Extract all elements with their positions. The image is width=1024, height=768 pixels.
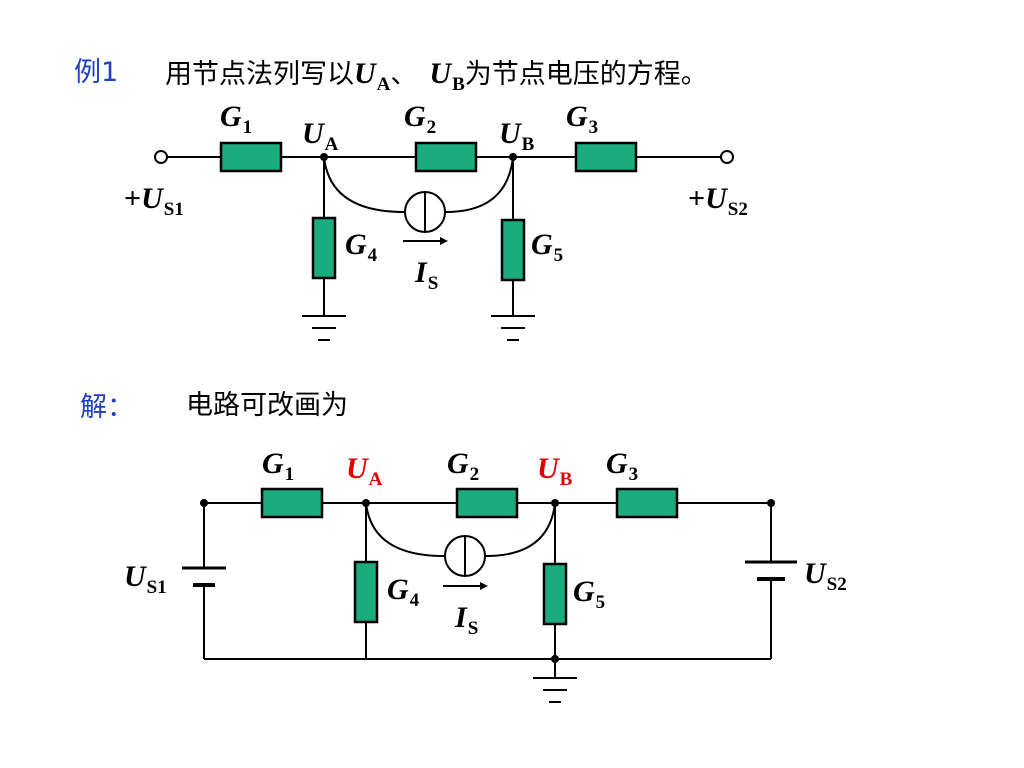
c1-arc-right: [445, 156, 514, 213]
c2-label-g1: G1: [262, 447, 295, 485]
c1-label-g1: G1: [220, 100, 253, 138]
c1-resistor-g1: [219, 141, 283, 173]
c2-resistor-g1: [260, 487, 324, 519]
solution-tag: 解：: [80, 392, 134, 423]
c1-node-b: [509, 153, 517, 161]
title-ua-subscript: A: [376, 74, 391, 95]
solution-text: 电路可改画为: [186, 390, 348, 421]
c2-node-bottom: [551, 655, 559, 663]
c1-label-g2: G2: [404, 100, 437, 138]
title-pre: 用节点法列写以: [165, 59, 354, 90]
c2-arc-left: [365, 502, 445, 557]
title-separator: 、: [390, 59, 418, 90]
c1-terminal-left: [154, 150, 168, 164]
c1-arrow-head-icon: [440, 237, 448, 245]
c2-resistor-g5: [542, 562, 568, 626]
c2-label-us1: US1: [124, 560, 167, 598]
c1-label-ua: UA: [302, 117, 339, 155]
c2-label-g5: G5: [573, 575, 606, 613]
c2-arc-right: [485, 502, 556, 557]
title-ua-symbol: U: [354, 57, 376, 90]
c1-label-g3: G3: [566, 100, 599, 138]
c2-resistor-g2: [455, 487, 519, 519]
c1-resistor-g5: [500, 218, 526, 282]
c1-label-g5: G5: [531, 228, 564, 266]
c2-label-is: IS: [455, 601, 479, 639]
c2-node-top-right: [767, 499, 775, 507]
title-ub-symbol: U: [429, 57, 452, 90]
c1-label-g4: G4: [345, 228, 378, 266]
example-tag: 例1: [74, 57, 119, 88]
c1-arc-left: [323, 156, 405, 213]
c1-label-is: IS: [415, 256, 439, 294]
title-ub-subscript: B: [452, 74, 465, 95]
c2-node-top-left: [200, 499, 208, 507]
c2-arrow-head-icon: [480, 582, 488, 590]
c1-resistor-g4: [311, 216, 337, 280]
c2-node-a: [362, 499, 370, 507]
c1-node-a: [320, 153, 328, 161]
c2-label-us2: US2: [804, 557, 847, 595]
c1-label-us2: +US2: [688, 182, 748, 220]
c2-resistor-g3: [615, 487, 679, 519]
c1-resistor-g3: [574, 141, 638, 173]
c2-node-b: [551, 499, 559, 507]
example-title: 用节点法列写以UA、UB为节点电压的方程。: [165, 52, 708, 95]
c2-label-g2: G2: [447, 447, 480, 485]
c2-label-ua: UA: [346, 452, 383, 490]
c1-label-ub: UB: [499, 117, 535, 155]
c2-label-g4: G4: [387, 573, 420, 611]
title-post: 为节点电压的方程。: [464, 59, 708, 90]
c2-label-ub: UB: [537, 452, 573, 490]
c1-terminal-right: [720, 150, 734, 164]
c1-resistor-g2: [414, 141, 478, 173]
c2-label-g3: G3: [606, 447, 639, 485]
c2-resistor-g4: [353, 560, 379, 624]
c1-label-us1: +US1: [124, 182, 184, 220]
